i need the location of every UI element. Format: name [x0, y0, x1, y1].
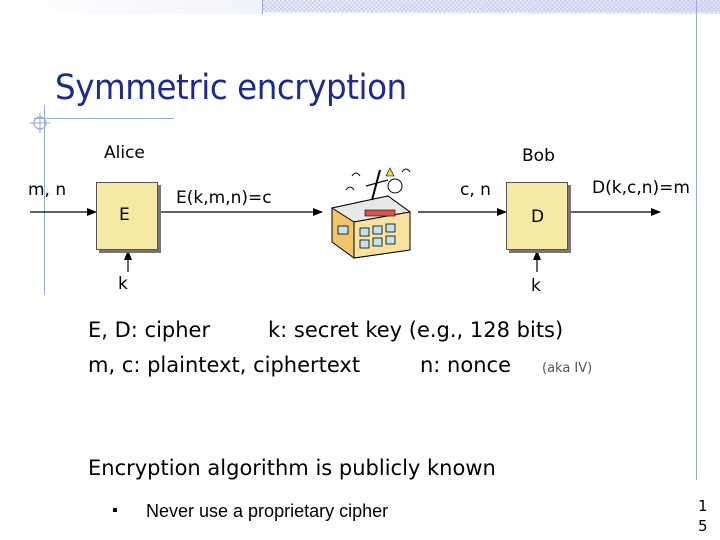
- decrypt-output-label: D(k,c,n)=m: [592, 178, 690, 198]
- channel-label: c, n: [460, 180, 491, 200]
- bullet-text: Never use a proprietary cipher: [146, 501, 389, 521]
- decrypt-box-label: D: [531, 207, 545, 227]
- def-plaintext-ciphertext: m, c: plaintext, ciphertext: [88, 353, 361, 377]
- decor-line: [262, 0, 263, 14]
- top-decor-bar: [0, 0, 720, 14]
- def-nonce-aka: (aka IV): [542, 361, 593, 376]
- notes-heading: Encryption algorithm is publicly known: [88, 456, 496, 480]
- bob-label: Bob: [522, 146, 555, 166]
- encrypt-box-label: E: [119, 205, 130, 225]
- def-secret-key: k: secret key (e.g., 128 bits): [268, 318, 564, 342]
- left-decor-line: [44, 105, 45, 295]
- input-label: m, n: [28, 180, 67, 200]
- right-decor-line: [696, 0, 697, 480]
- encrypt-box: E: [96, 182, 158, 250]
- title-underline: [34, 118, 174, 119]
- page-number: 15: [698, 497, 708, 535]
- encrypt-output-label: E(k,m,n)=c: [176, 188, 272, 208]
- def-nonce: n: nonce: [420, 353, 511, 377]
- def-cipher: E, D: cipher: [88, 318, 211, 342]
- decrypt-box: D: [506, 182, 568, 250]
- building-with-antenna-icon: [330, 167, 412, 259]
- key-right-label: k: [531, 276, 541, 296]
- key-left-label: k: [118, 274, 128, 294]
- bullet-marker: ▪: [112, 502, 118, 519]
- slide-title: Symmetric encryption: [55, 68, 407, 108]
- alice-label: Alice: [104, 143, 145, 163]
- crosshair-icon: [30, 113, 50, 133]
- top-hatch-pattern: [262, 0, 720, 12]
